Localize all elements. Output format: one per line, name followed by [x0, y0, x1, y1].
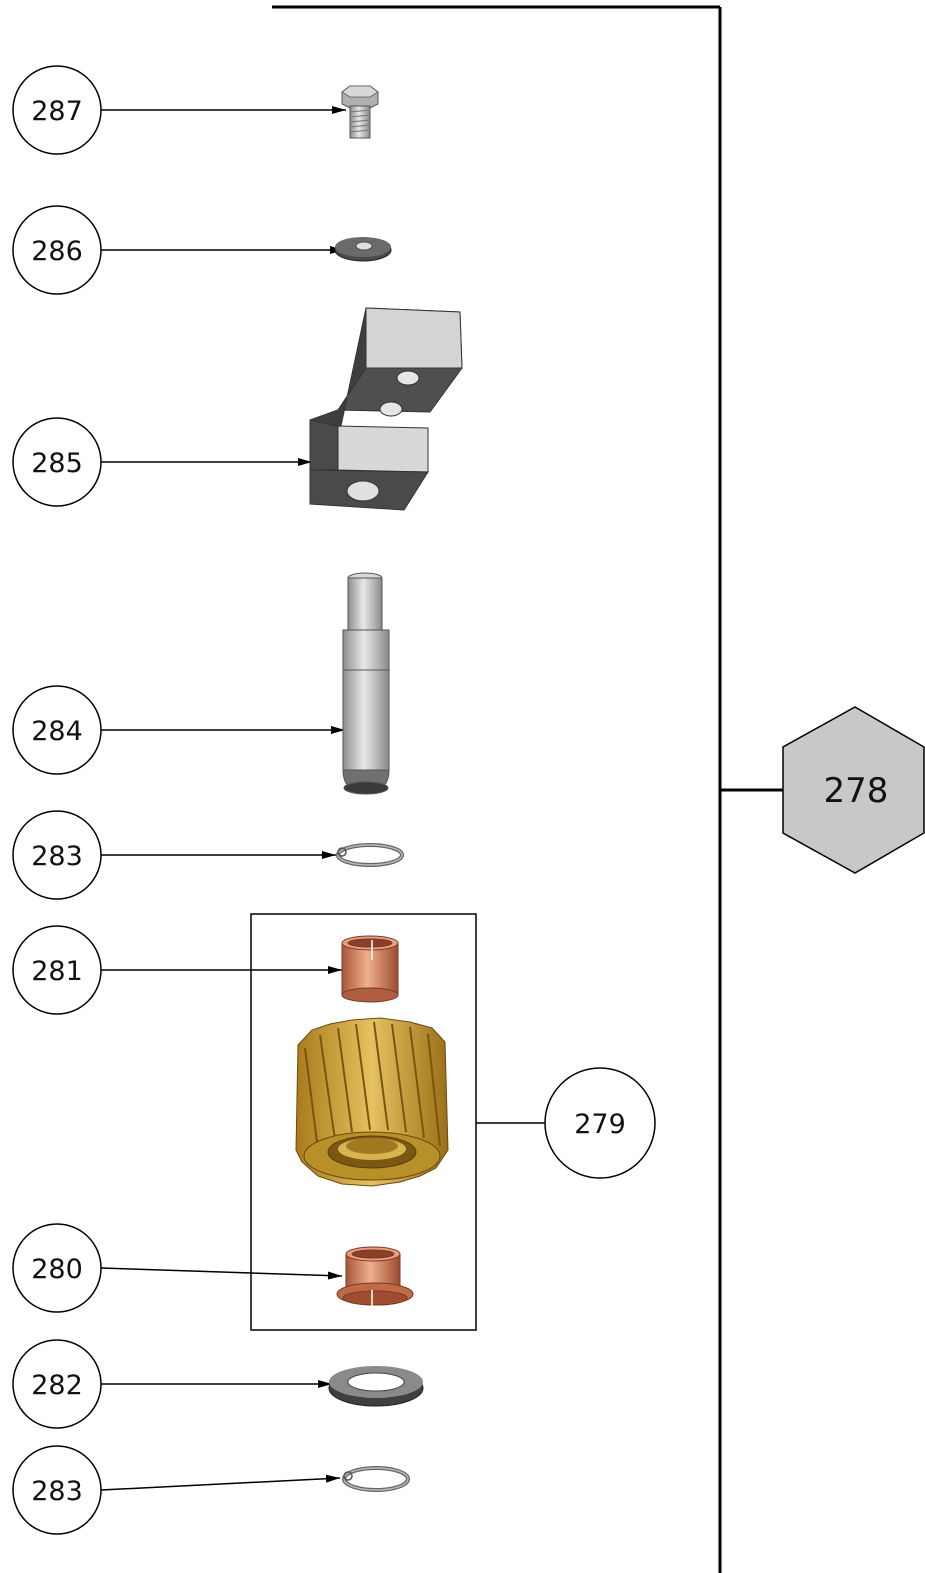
callout-circle — [12, 810, 102, 900]
callout-circle — [12, 1339, 102, 1429]
shaft-pin-part — [342, 572, 390, 795]
callout-285[interactable]: 285 — [12, 417, 102, 507]
callout-circle — [12, 65, 102, 155]
callout-label: 282 — [31, 1370, 83, 1401]
callout-label: 284 — [31, 716, 83, 747]
assembly-number: 278 — [824, 771, 889, 811]
bushing-part — [341, 935, 399, 1003]
callout-circle — [12, 685, 102, 775]
callout-279[interactable]: 279 — [544, 1067, 656, 1179]
leader-283-bottom — [100, 1474, 341, 1491]
callout-circle — [12, 1445, 102, 1535]
flat-washer-part — [328, 1366, 424, 1407]
callout-circle — [12, 1223, 102, 1313]
bracket-block-part — [309, 307, 463, 511]
flanged-bushing-part — [336, 1246, 414, 1306]
callout-label: 283 — [31, 841, 83, 872]
leader-280 — [100, 1267, 343, 1280]
callout-label: 283 — [31, 1476, 83, 1507]
assembly-hexagon[interactable]: 278 — [782, 706, 925, 874]
callout-281[interactable]: 281 — [12, 925, 102, 1015]
callout-label: 286 — [31, 236, 83, 267]
callout-283-bottom[interactable]: 283 — [12, 1445, 102, 1535]
leader-lines — [100, 106, 545, 1491]
callout-286[interactable]: 286 — [12, 205, 102, 295]
callout-282[interactable]: 282 — [12, 1339, 102, 1429]
callout-circle — [12, 205, 102, 295]
callout-280[interactable]: 280 — [12, 1223, 102, 1313]
retaining-ring-top-part — [336, 843, 404, 867]
callout-circle — [544, 1067, 656, 1179]
callout-label: 285 — [31, 448, 83, 479]
assembly-hexagon-shape — [782, 706, 925, 874]
subassembly-box — [250, 913, 477, 1331]
hex-bolt-part — [341, 85, 379, 139]
callout-label: 279 — [574, 1109, 626, 1140]
retaining-ring-bottom-part — [342, 1466, 410, 1492]
assembly-bracket — [272, 5, 783, 1573]
callout-circle — [12, 417, 102, 507]
callout-label: 281 — [31, 956, 83, 987]
callout-287[interactable]: 287 — [12, 65, 102, 155]
helical-gear-part — [295, 1017, 449, 1187]
washer-part — [334, 237, 392, 262]
callout-284[interactable]: 284 — [12, 685, 102, 775]
callout-label: 280 — [31, 1254, 83, 1285]
callout-283-top[interactable]: 283 — [12, 810, 102, 900]
callout-circle — [12, 925, 102, 1015]
callout-label: 287 — [31, 96, 83, 127]
